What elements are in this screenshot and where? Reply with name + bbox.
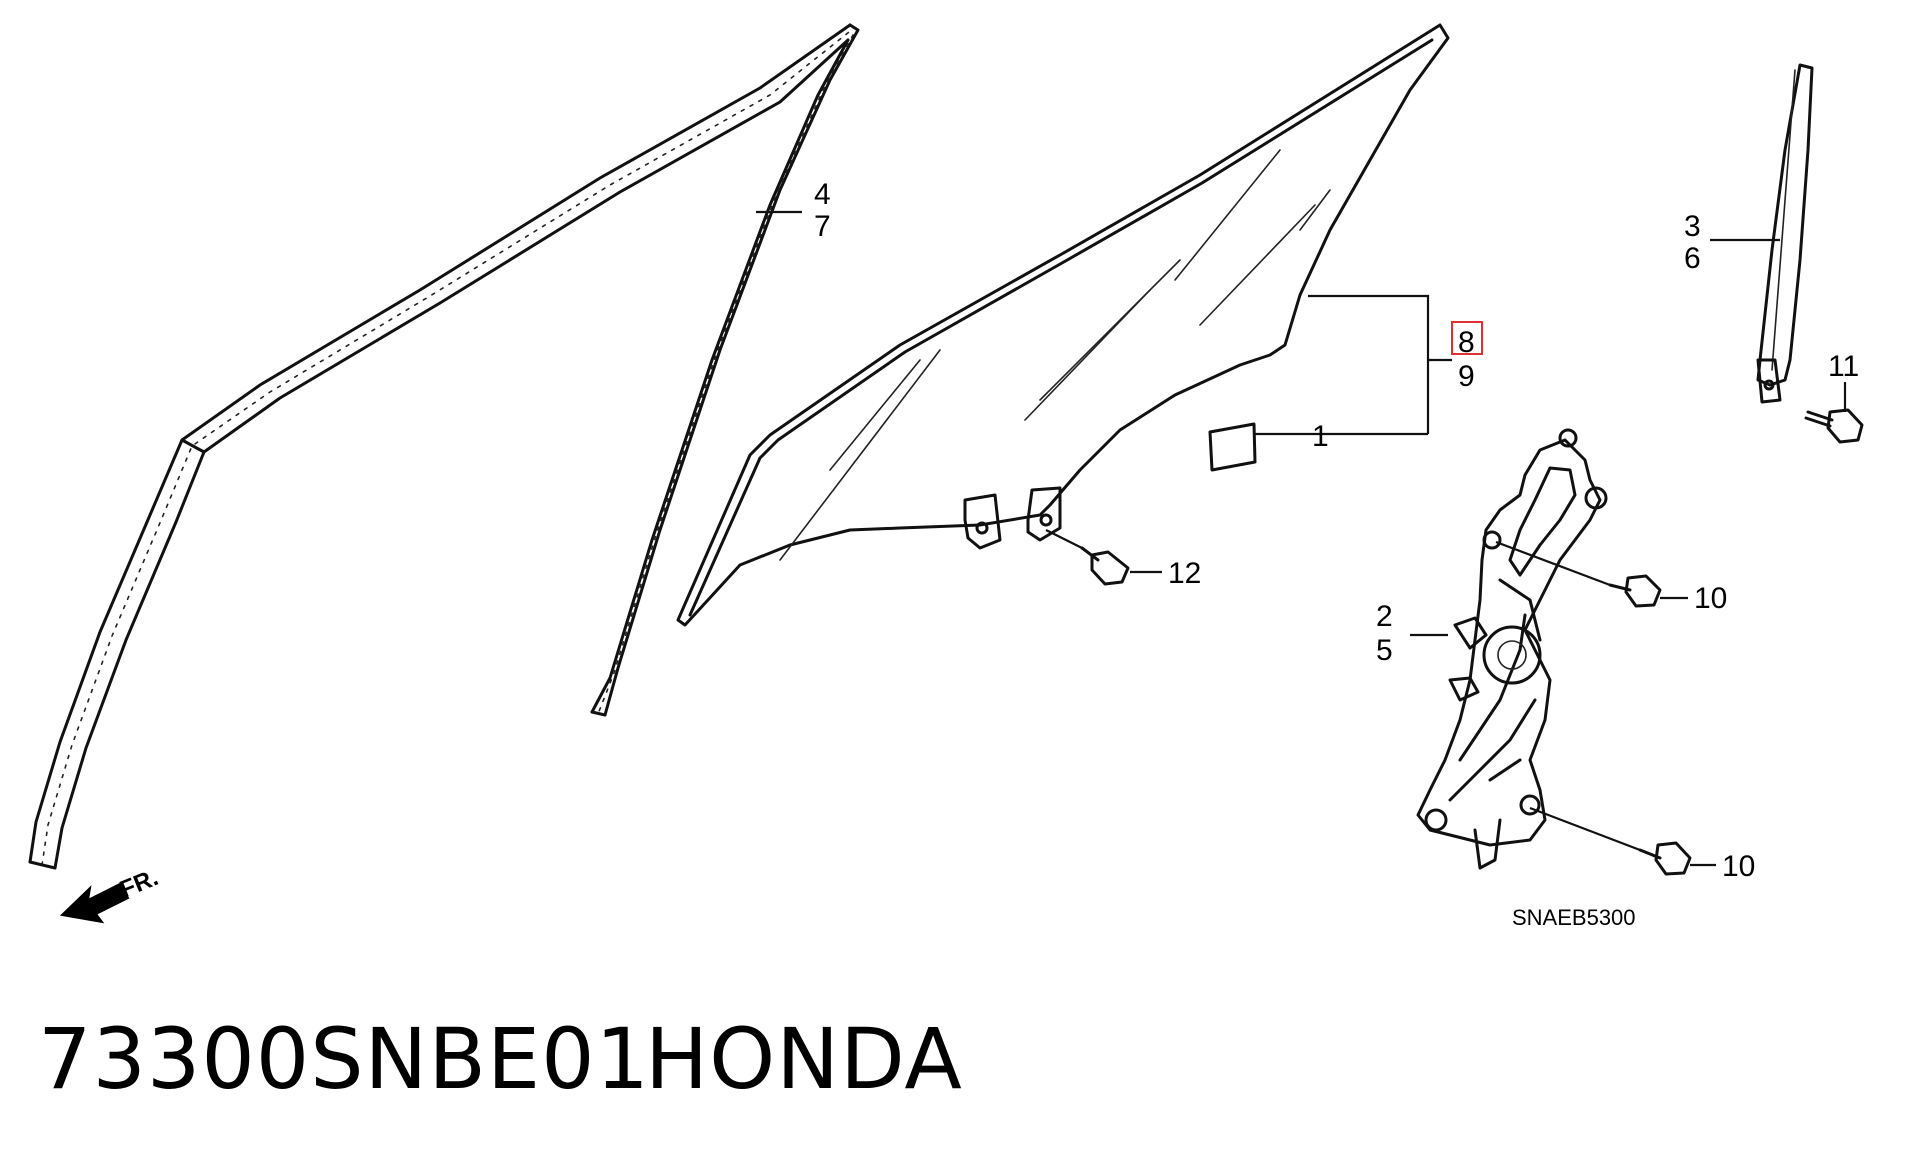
front-direction-arrow [59, 882, 130, 924]
callout-12: 12 [1168, 557, 1201, 590]
bolt-12 [1045, 529, 1162, 586]
window-regulator [1410, 428, 1608, 870]
callout-4: 4 [814, 178, 831, 211]
rear-channel [1710, 63, 1814, 404]
diagram-code: SNAEB5300 [1512, 905, 1636, 930]
callout-10-lower: 10 [1722, 850, 1755, 883]
bolt-10-lower [1529, 806, 1716, 876]
callout-9: 9 [1458, 360, 1475, 393]
glass-label [1208, 422, 1257, 472]
bolt-11 [1804, 382, 1864, 444]
door-glass [676, 23, 1450, 627]
callout-11: 11 [1828, 350, 1859, 383]
callout-8-highlight [1451, 321, 1483, 355]
part-number: 73300SNBE01 [38, 1010, 650, 1108]
direction-label: FR. [116, 864, 162, 904]
run-channel [28, 23, 860, 870]
callout-10-upper: 10 [1694, 582, 1727, 615]
callout-6: 6 [1684, 242, 1701, 275]
callout-5: 5 [1376, 634, 1393, 667]
callout-bracket [1255, 294, 1452, 436]
bolt-10-upper [1495, 540, 1688, 608]
callout-7: 7 [814, 210, 831, 243]
brand-name: HONDA [645, 1010, 963, 1108]
callout-2: 2 [1376, 600, 1393, 633]
callout-1: 1 [1312, 420, 1329, 453]
callout-8: 8 [1458, 326, 1475, 359]
callout-3: 3 [1684, 210, 1701, 243]
